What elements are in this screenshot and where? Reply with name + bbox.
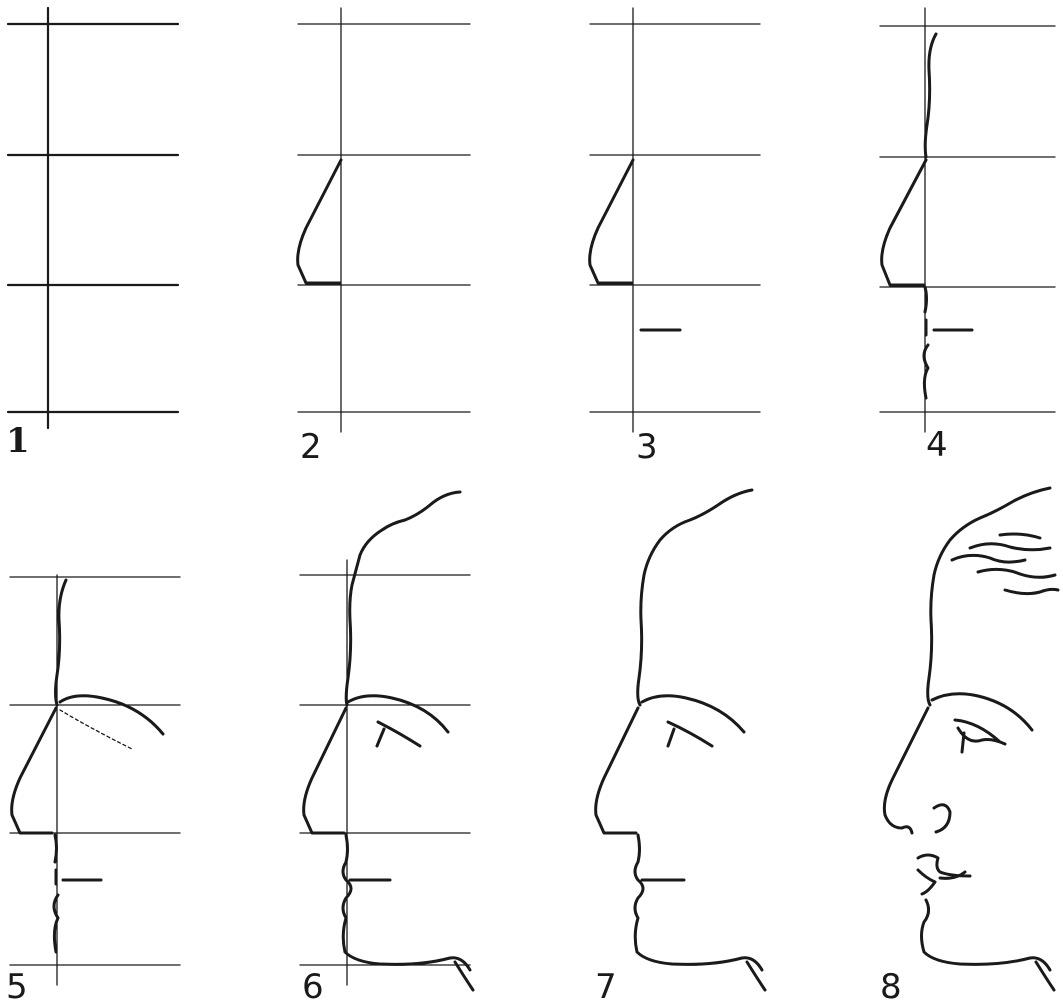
- panel-5-nose-line: [12, 708, 56, 833]
- panel-8: 8: [880, 488, 1058, 1005]
- panel-1: 1: [6, 8, 178, 461]
- panel-6-nose-line: [304, 708, 346, 833]
- panel-1-number: 1: [6, 421, 30, 461]
- panel-3-number: 3: [636, 427, 658, 467]
- panel-5-number: 5: [6, 967, 28, 1005]
- panel-7-nose-line: [596, 708, 638, 833]
- panel-6: 6: [300, 492, 473, 1005]
- panel-8-hair-waves: [952, 534, 1058, 594]
- panel-3-nose-line: [590, 160, 633, 283]
- panel-8-nose-line: [884, 708, 928, 833]
- panel-8-nostril: [934, 805, 950, 832]
- panel-2-nose-line: [298, 160, 341, 283]
- panel-6-eye-line: [377, 722, 420, 746]
- panel-8-lips: [918, 855, 970, 894]
- panel-8-neck-line: [1036, 962, 1054, 990]
- panel-8-brow-line: [932, 694, 1032, 730]
- panel-6-mouth-chin-line: [343, 835, 470, 970]
- panel-7-mouth-chin-line: [635, 835, 762, 970]
- panel-7-brow-line: [642, 696, 744, 732]
- panel-7-head-outline: [638, 490, 752, 705]
- panel-6-guide-grid: [300, 560, 470, 985]
- panel-4-guide-grid: [880, 8, 1055, 432]
- panel-1-guide-grid: [8, 8, 178, 428]
- panel-8-number: 8: [880, 967, 902, 1005]
- panel-4-nose-line: [882, 160, 926, 285]
- panel-7: 7: [595, 490, 765, 1005]
- panel-6-head-outline: [346, 492, 460, 705]
- panel-4-forehead-line: [925, 34, 936, 157]
- panel-2-guide-grid: [298, 8, 470, 432]
- panel-2-number: 2: [300, 427, 322, 467]
- panel-5-guide-grid: [10, 575, 180, 985]
- panel-3: 3: [590, 8, 760, 467]
- panel-5: 5: [6, 575, 180, 1005]
- panel-5-eye-line: [60, 710, 132, 749]
- panel-6-neck-line: [455, 962, 473, 990]
- panel-3-guide-grid: [590, 8, 760, 432]
- panel-6-brow-line: [348, 696, 448, 732]
- panel-7-neck-line: [747, 962, 765, 990]
- panel-2: 2: [298, 8, 470, 467]
- panel-8-eye: [955, 720, 1005, 752]
- panel-7-eye-line: [668, 722, 712, 746]
- panel-8-head-outline: [928, 488, 1050, 705]
- panel-6-number: 6: [302, 967, 324, 1005]
- panel-4-number: 4: [926, 425, 948, 465]
- panel-8-chin-jaw: [922, 900, 1051, 970]
- panel-7-number: 7: [595, 967, 617, 1005]
- panel-5-brow-line: [60, 696, 163, 734]
- panel-4: 4: [880, 8, 1055, 465]
